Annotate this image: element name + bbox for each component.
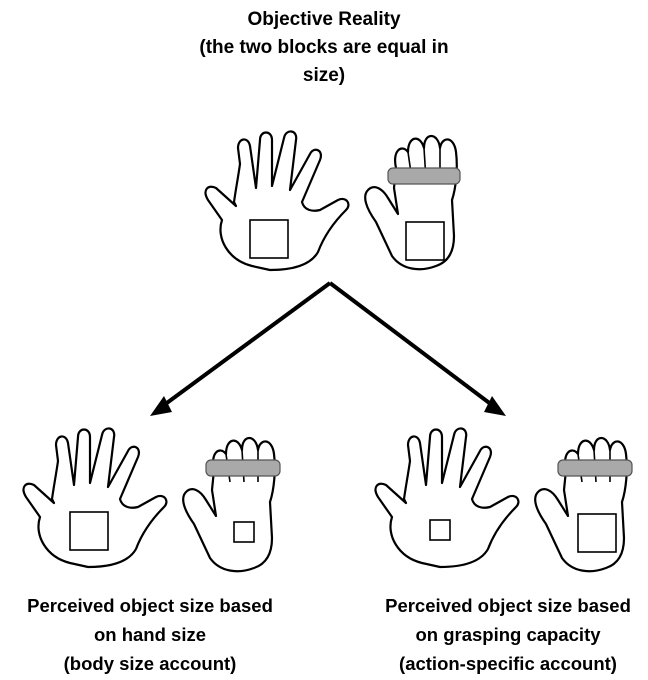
caption-left-line-2: on hand size <box>93 624 207 645</box>
action-specific-panel <box>374 427 633 573</box>
caption-left-line-1: Perceived object size based <box>27 595 273 616</box>
grip-band <box>387 167 461 185</box>
action-specific-caption: Perceived object size based on grasping … <box>358 591 648 678</box>
large-block-fist <box>577 513 617 553</box>
objective-reality-title: Objective Reality (the two blocks are eq… <box>150 6 498 90</box>
grip-band <box>557 459 633 477</box>
caption-right-line-1: Perceived object size based <box>385 595 631 616</box>
title-line-2: (the two blocks are equal in <box>199 37 449 58</box>
open-hand-icon <box>374 427 520 569</box>
fist-hand-icon <box>182 436 276 573</box>
body-size-caption: Perceived object size based on hand size… <box>0 591 300 678</box>
caption-right-line-3: (action-specific account) <box>399 653 617 674</box>
arrowhead-right-icon <box>484 396 506 416</box>
small-block-fist <box>233 521 255 543</box>
title-line-1: Objective Reality <box>247 9 401 30</box>
branch-arrows <box>150 281 506 416</box>
caption-right-line-2: on grasping capacity <box>415 624 601 645</box>
caption-left-line-3: (body size account) <box>63 653 237 674</box>
equal-block-open-hand <box>249 219 289 259</box>
body-size-panel <box>22 427 281 573</box>
grip-band <box>205 459 281 477</box>
small-block-open-hand <box>429 519 451 541</box>
large-block-open-hand <box>69 511 109 551</box>
objective-panel <box>204 130 461 272</box>
title-line-3: size) <box>302 65 346 86</box>
equal-block-fist <box>405 221 445 261</box>
arrowhead-left-icon <box>150 396 172 416</box>
